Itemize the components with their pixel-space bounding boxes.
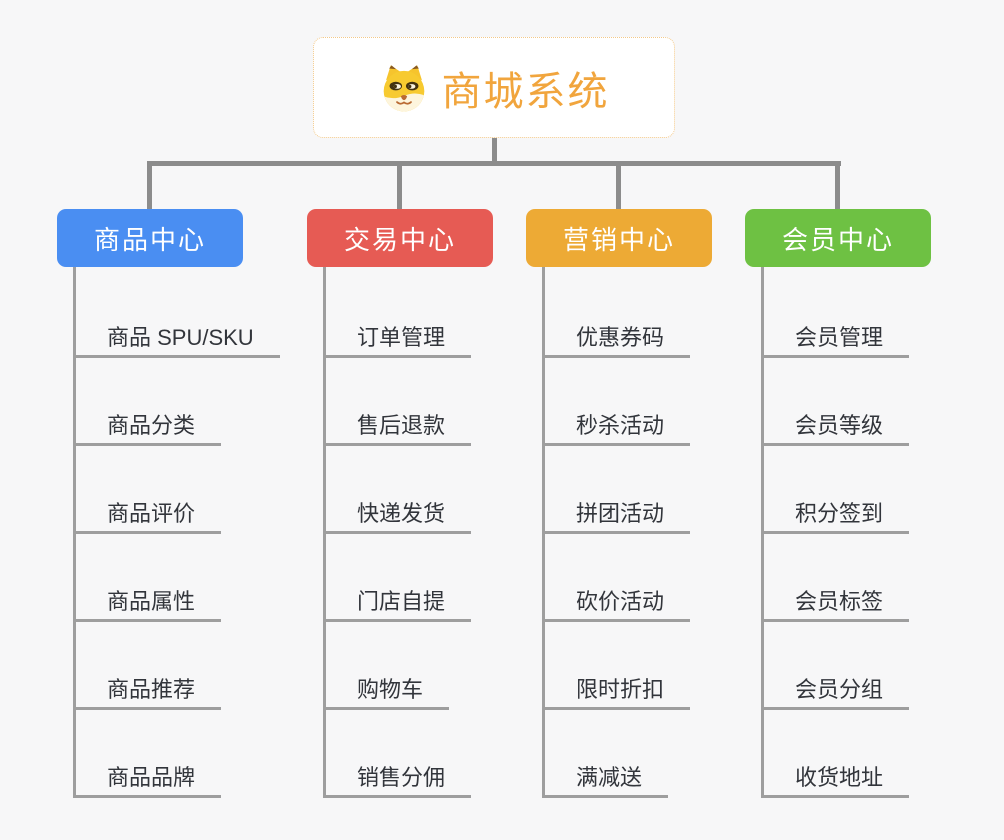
mindmap-item[interactable]: 商品品牌 (73, 759, 222, 798)
mindmap-item[interactable]: 商品推荐 (73, 671, 222, 710)
connector-root-stub (492, 138, 497, 166)
mindmap-item[interactable]: 会员标签 (761, 583, 910, 622)
mindmap-item[interactable]: 售后退款 (323, 407, 472, 446)
mindmap-item[interactable]: 会员管理 (761, 319, 910, 358)
mindmap-item[interactable]: 优惠券码 (542, 319, 691, 358)
mindmap-item[interactable]: 商品分类 (73, 407, 222, 446)
mindmap-item[interactable]: 砍价活动 (542, 583, 691, 622)
connector-drop-marketing-center (616, 161, 621, 210)
mindmap-item[interactable]: 满减送 (542, 759, 669, 798)
shiba-dog-icon (379, 63, 429, 113)
branch-header-member-center[interactable]: 会员中心 (745, 209, 931, 267)
mindmap-item[interactable]: 会员分组 (761, 671, 910, 710)
connector-drop-trade-center (397, 161, 402, 210)
mindmap-item[interactable]: 积分签到 (761, 495, 910, 534)
root-title: 商城系统 (441, 69, 610, 114)
branch-header-product-center[interactable]: 商品中心 (57, 209, 243, 267)
mindmap-item[interactable]: 商品属性 (73, 583, 222, 622)
mindmap-item[interactable]: 商品 SPU/SKU (73, 319, 280, 358)
mindmap-item[interactable]: 快递发货 (323, 495, 472, 534)
mindmap-item[interactable]: 购物车 (323, 671, 450, 710)
root-node[interactable]: 商城系统 (313, 37, 675, 138)
mindmap-item[interactable]: 拼团活动 (542, 495, 691, 534)
mindmap-item[interactable]: 门店自提 (323, 583, 472, 622)
mindmap-item[interactable]: 秒杀活动 (542, 407, 691, 446)
connector-drop-member-center (835, 161, 840, 210)
mindmap-item[interactable]: 销售分佣 (323, 759, 472, 798)
mindmap-item[interactable]: 限时折扣 (542, 671, 691, 710)
mindmap-item[interactable]: 商品评价 (73, 495, 222, 534)
mindmap-item[interactable]: 会员等级 (761, 407, 910, 446)
branch-header-trade-center[interactable]: 交易中心 (307, 209, 493, 267)
mindmap-item[interactable]: 订单管理 (323, 319, 472, 358)
connector-horizontal-bar (147, 161, 841, 166)
branch-header-marketing-center[interactable]: 营销中心 (526, 209, 712, 267)
connector-drop-product-center (147, 161, 152, 210)
mindmap-item[interactable]: 收货地址 (761, 759, 910, 798)
